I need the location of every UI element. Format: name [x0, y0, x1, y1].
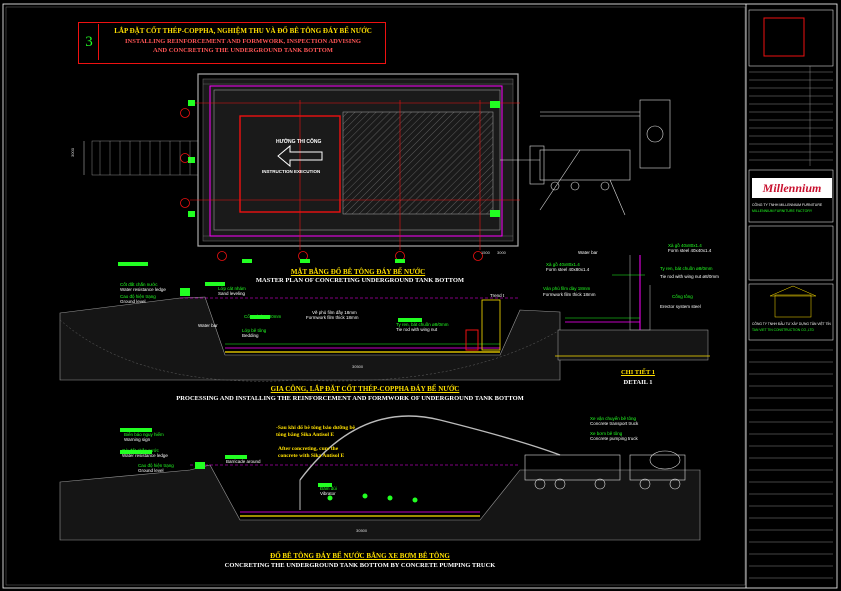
s1-label-13: Tie rod with wing nut [396, 327, 438, 332]
s1-dim: 30500 [352, 364, 364, 369]
contractor-name-en: TAN VIET TIN CONSTRUCTION CO.,LTD [752, 328, 814, 332]
d1-label-1: Xà gồ 40x80x1.4 [546, 262, 580, 267]
s2-label-9: Xe bơm bê tông [590, 431, 623, 436]
s1-label-9: Cổng thép ø80mm [244, 314, 282, 319]
s2-label-4: Cao độ hiện trạng [138, 463, 174, 468]
s1-label-14: Trend t [490, 293, 505, 298]
s2-label-2: Gờ đất chắn nước [122, 448, 159, 453]
s1-label-6: Water bar [198, 323, 218, 328]
s1-label-0: Cốt đất chắn nước [120, 282, 158, 287]
s2-label-10: Concrete pumping truck [590, 436, 638, 441]
s1-label-10: Vẽ phủ film dầy 18mm [312, 310, 357, 315]
d1-label-2: Form steel 40x80x1.4 [546, 267, 590, 272]
s1-label-12: Ty ren, bát chuồn ø8/0mm [396, 322, 449, 327]
s1-label-3: Ground level [120, 299, 146, 304]
section-2-view [59, 415, 701, 541]
title-english-line-1: INSTALLING REINFORCEMENT AND FORMWORK, I… [125, 38, 361, 45]
d1-label-9: Cống tông [672, 294, 693, 299]
contractor-name: CÔNG TY TNHH ĐẦU TƯ XÂY DỰNG TÂN VIỆT TÍ… [752, 322, 831, 326]
curing-note-en-1: After concreting, cure the [278, 446, 339, 452]
title-english: INSTALLING REINFORCEMENT AND FORMWORK, I… [104, 37, 382, 55]
section2-caption-en: CONCRETING THE UNDERGROUND TANK BOTTOM B… [224, 562, 496, 569]
d1-label-6: Form steel 40x40x1.4 [668, 248, 712, 253]
millennium-brand: Millennium [762, 181, 822, 195]
s1-label-8: Bedding [242, 333, 259, 338]
s1-label-7: Lớp bê tông [242, 328, 267, 333]
client-name-en: MILLENNIUM FURNITURE FACTORY [752, 209, 813, 213]
s2-label-12: Vibrator [320, 491, 336, 496]
section2-caption-vi: ĐỔ BÊ TÔNG ĐÁY BỂ NƯỚC BẰNG XE BƠM BÊ TÔ… [270, 552, 450, 560]
d1-label-7: Ty ren, bát chuồn ø8/0mm [660, 266, 713, 271]
d1-label-3: Ván phủ film dày 18mm [543, 286, 591, 291]
s2-label-1: Warning sign [124, 437, 151, 442]
section1-caption-vi: GIA CÔNG, LẮP ĐẶT CỐT THÉP-COPPHA ĐÁY BỂ… [270, 385, 460, 393]
plan-dim-left: 3000 [69, 148, 75, 157]
detail-1-view [555, 255, 710, 361]
title-english-line-2: AND CONCRETING THE UNDERGROUND TANK BOTT… [153, 47, 333, 54]
plan-dim-bottom-a: 1500 [481, 250, 490, 255]
plan-caption-vi: MẶT BẰNG ĐỔ BÊ TÔNG ĐÁY BỂ NƯỚC [290, 268, 426, 276]
s2-dim: 30500 [356, 528, 368, 533]
curing-note-vi: -Sau khi đổ bê tông bảo dưỡng bê tông bằ… [276, 425, 355, 439]
s1-label-11: Formwork film thick 18mm [306, 315, 359, 320]
millennium-logo: Millennium [752, 178, 832, 198]
s2-label-6: Barricade around [226, 459, 261, 464]
step-number: 3 [80, 24, 99, 60]
s1-label-4: Lớp cát nhám [218, 286, 246, 291]
section-1-view [59, 262, 561, 382]
detail1-caption-en: DETAIL 1 [623, 379, 653, 386]
s1-label-2: Cao độ hiện trạng [120, 294, 156, 299]
d1-label-4: Formwork film thick 18mm [543, 292, 596, 297]
d1-label-0: Water bar [578, 250, 598, 255]
section1-caption-en: PROCESSING AND INSTALLING THE REINFORCEM… [176, 395, 524, 402]
s1-label-1: Water resistance ledge [120, 287, 166, 292]
title-vietnamese: LẮP ĐẶT CỐT THÉP-COPPHA, NGHIỆM THU VÀ Đ… [114, 27, 372, 35]
s2-label-11: Đầm dùi [320, 486, 337, 491]
direction-label-vi: HƯỚNG THI CÔNG [276, 139, 322, 145]
direction-label-en: INSTRUCTION EXECUTION [262, 169, 321, 174]
curing-note-en: After concreting, cure the concrete with… [278, 446, 344, 460]
s2-label-3: Water resistance ledge [122, 453, 168, 458]
title-block [748, 9, 834, 579]
title-frame [78, 22, 386, 64]
d1-label-8: Tie rod with wing nut ø8/0mm [660, 274, 719, 279]
s2-label-0: Biển báo nguy hiểm [124, 432, 164, 437]
s2-label-5: Ground level [138, 468, 164, 473]
d1-label-5: Xà gồ 40x80x1.4 [668, 243, 702, 248]
detail1-caption-vi: CHI TIẾT 1 [620, 369, 656, 376]
s1-label-5: Sand leveling [218, 291, 246, 296]
s2-label-8: Concrete transport truck [590, 421, 639, 426]
plan-view [83, 73, 671, 263]
s2-label-7: Xe vận chuyển bê tông [590, 416, 637, 421]
curing-note-vi-2: tông bằng Sika Antisol E [276, 432, 335, 438]
curing-note-en-2: concrete with Sika Antisol E [278, 453, 345, 459]
curing-note-vi-1: -Sau khi đổ bê tông bảo dưỡng bê [276, 425, 355, 431]
plan-caption-en: MASTER PLAN OF CONCRETING UNDERGROUND TA… [255, 277, 465, 284]
d1-label-10: Erector system steel [660, 304, 701, 309]
plan-dim-bottom-b: 3000 [497, 250, 506, 255]
client-name: CÔNG TY TNHH MILLENNIUM FURNITURE [752, 203, 823, 207]
